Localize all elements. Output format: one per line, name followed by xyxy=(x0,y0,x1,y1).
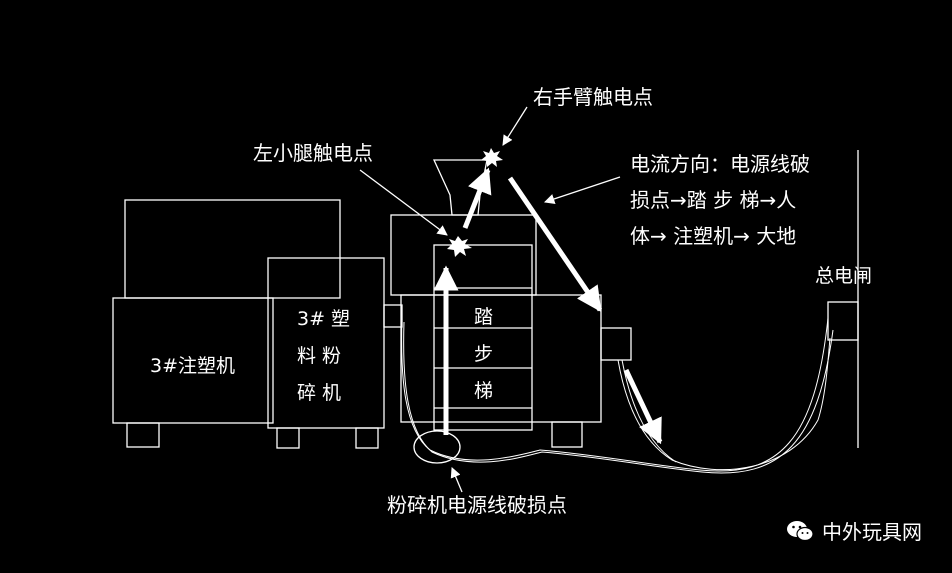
label-current-line2: 损点→踏 步 梯→人 xyxy=(630,188,796,212)
label-crusher-line2: 料 粉 xyxy=(297,345,341,367)
shock-sparks xyxy=(447,148,503,257)
injection-machine xyxy=(112,199,379,449)
power-cable xyxy=(401,317,834,474)
machine-right xyxy=(390,159,632,448)
pointer-current xyxy=(544,176,621,204)
label-current-line3: 体→ 注塑机→ 大地 xyxy=(630,224,796,248)
main-switch xyxy=(827,150,859,448)
pointer-damage xyxy=(450,467,463,493)
current-arrow-to-ground xyxy=(623,368,663,445)
label-main-switch: 总电闸 xyxy=(815,265,872,287)
label-left-leg: 左小腿触电点 xyxy=(253,141,373,165)
damage-point-ellipse xyxy=(413,430,461,464)
current-arrow-up-body xyxy=(462,167,492,229)
pointer-left-leg xyxy=(359,169,448,236)
current-path xyxy=(433,167,663,445)
label-crusher-line3: 碎 机 xyxy=(297,382,341,404)
wechat-icon xyxy=(787,520,814,541)
label-current-line1: 电流方向：电源线破 xyxy=(630,152,810,176)
label-ladder-1: 踏 xyxy=(474,306,493,328)
spark-left-leg-icon xyxy=(447,236,472,257)
crusher-machine xyxy=(267,257,403,429)
label-injection-machine: 3#注塑机 xyxy=(150,355,235,377)
label-crusher-line1: 3# 塑 xyxy=(297,308,350,330)
label-damage-point: 粉碎机电源线破损点 xyxy=(387,493,567,517)
step-ladder xyxy=(433,244,533,431)
label-right-arm: 右手臂触电点 xyxy=(533,85,653,109)
spark-right-arm-icon xyxy=(481,148,503,167)
watermark: 中外玩具网 xyxy=(786,516,922,545)
current-arrow-down-machine xyxy=(507,176,603,313)
pointer-right-arm xyxy=(502,106,528,146)
watermark-text: 中外玩具网 xyxy=(822,520,922,544)
label-ladder-2: 步 xyxy=(474,343,493,365)
label-ladder-3: 梯 xyxy=(474,380,493,402)
